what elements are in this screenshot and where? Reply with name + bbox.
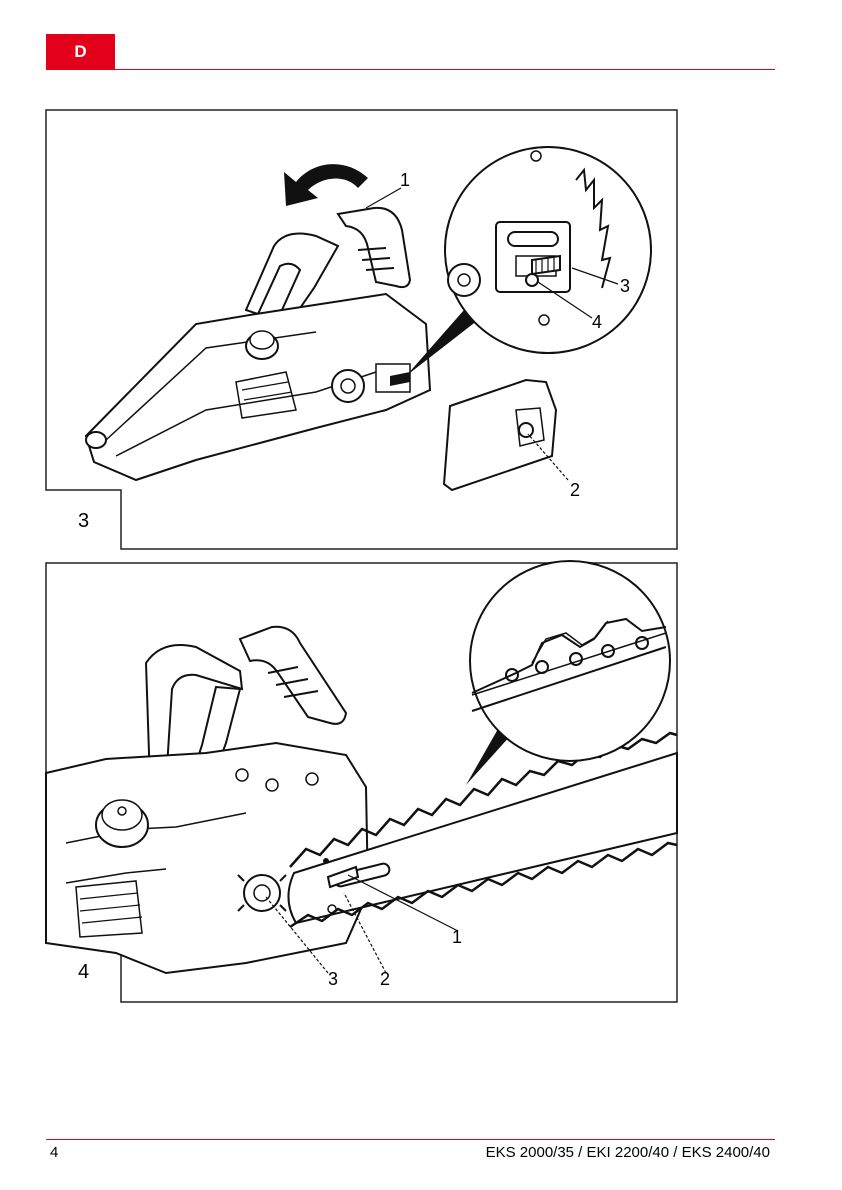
figure-4-number: 4 — [78, 961, 90, 983]
page-number: 4 — [50, 1144, 59, 1161]
figure-3: 1 2 3 4 3 — [45, 109, 678, 550]
figure-4-callout-1: 1 — [452, 927, 463, 947]
figure-3-illustration — [45, 109, 678, 550]
header-rule — [46, 69, 775, 70]
figure-3-callout-3: 3 — [620, 276, 631, 296]
figure-3-callout-2: 2 — [570, 480, 581, 500]
figure-4-illustration — [45, 560, 678, 1003]
footer-rule — [46, 1139, 775, 1140]
figure-3-number: 3 — [78, 510, 90, 532]
model-names: EKS 2000/35 / EKI 2200/40 / EKS 2400/40 — [485, 1144, 770, 1161]
figure-4-callout-2: 2 — [380, 969, 391, 989]
figure-3-callout-4: 4 — [592, 312, 603, 332]
figure-4-callout-3: 3 — [328, 969, 339, 989]
figure-4: 1 2 3 4 — [45, 560, 678, 1003]
figure-3-callout-1: 1 — [400, 170, 411, 190]
language-tab: D — [46, 34, 115, 70]
